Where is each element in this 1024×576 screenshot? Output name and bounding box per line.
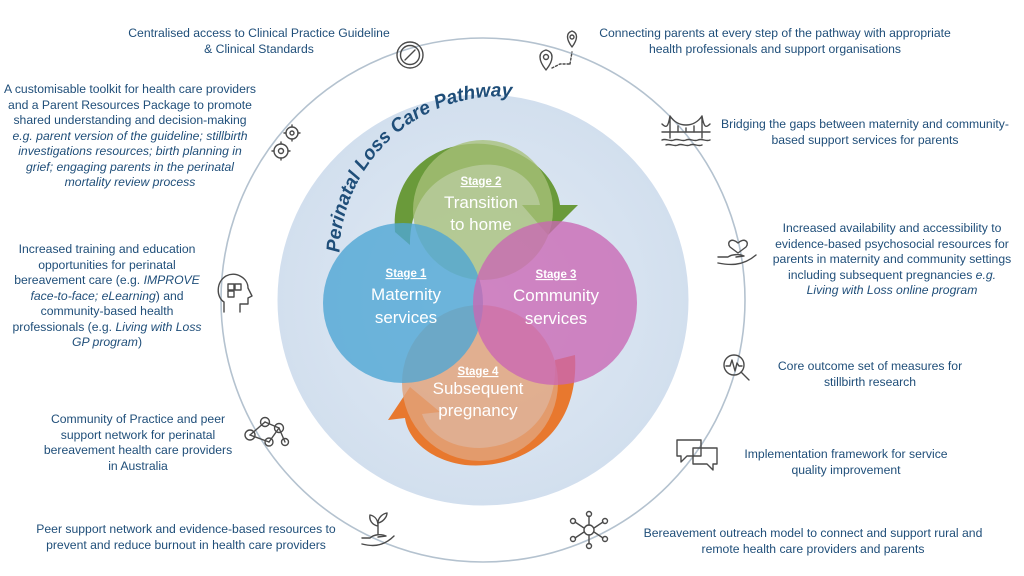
route-pins-icon: [539, 30, 578, 71]
note-increased-examples: e.g. Living with Loss online program: [806, 267, 997, 298]
chat-bubbles-icon: [676, 439, 718, 471]
note-implementation: Implementation framework for service qua…: [744, 447, 948, 477]
note-training-d: Living with Loss GP program: [72, 319, 202, 350]
note-training-e: ): [137, 335, 142, 349]
note-clinical-guideline: Centralised access to Clinical Practice …: [128, 26, 390, 56]
stage1-name-line1: Maternity: [371, 285, 441, 304]
note-toolkit: A customisable toolkit for health care p…: [4, 82, 256, 191]
magnifier-pulse-icon: [723, 354, 750, 381]
stage1-name-line2: services: [375, 308, 437, 327]
note-training-c: ) and community-based health professiona…: [12, 288, 184, 334]
stage3-name-line2: services: [525, 309, 587, 328]
note-community-practice: Community of Practice and peer support n…: [43, 412, 233, 473]
head-puzzle-icon: [217, 273, 253, 313]
gears-icon: [271, 124, 301, 161]
network-people-icon: [244, 416, 290, 447]
note-core-outcome: Core outcome set of measures for stillbi…: [777, 359, 963, 389]
note-training: Increased training and education opportu…: [8, 242, 206, 351]
stage4-name-line1: Subsequent: [433, 379, 524, 398]
stage3-label: Stage 3: [536, 269, 577, 281]
note-outreach: Bereavement outreach model to connect an…: [643, 526, 983, 556]
stage4-name-line2: pregnancy: [438, 401, 518, 420]
note-increased-availability: Increased availability and accessibility…: [772, 221, 1012, 299]
note-peer-support: Peer support network and evidence-based …: [36, 522, 336, 552]
note-training-b: IMPROVE face-to-face; eLearning: [30, 273, 200, 303]
stage1-circle: [323, 223, 483, 383]
stage3-circle: [473, 221, 637, 385]
hub-network-icon: [569, 510, 609, 550]
bridge-icon: [661, 115, 711, 147]
note-connecting-parents: Connecting parents at every step of the …: [599, 26, 951, 56]
stage2-label: Stage 2: [461, 176, 502, 188]
note-toolkit-text: A customisable toolkit for health care p…: [4, 82, 256, 127]
note-increased-text: Increased availability and accessibility…: [772, 221, 1012, 282]
stage2-name-line2: to home: [450, 215, 511, 234]
compass-icon: [396, 41, 424, 69]
note-bridging-gaps: Bridging the gaps between maternity and …: [721, 117, 1009, 147]
note-toolkit-examples: e.g. parent version of the guideline; st…: [12, 128, 248, 190]
stage2-name-line1: Transition: [444, 193, 518, 212]
stage4-label: Stage 4: [458, 366, 500, 378]
stage3-name-line1: Community: [513, 286, 599, 305]
note-training-a: Increased training and education opportu…: [14, 242, 196, 287]
hand-sprout-icon: [361, 512, 395, 547]
stage1-label: Stage 1: [386, 268, 428, 280]
hand-heart-icon: [717, 239, 757, 266]
